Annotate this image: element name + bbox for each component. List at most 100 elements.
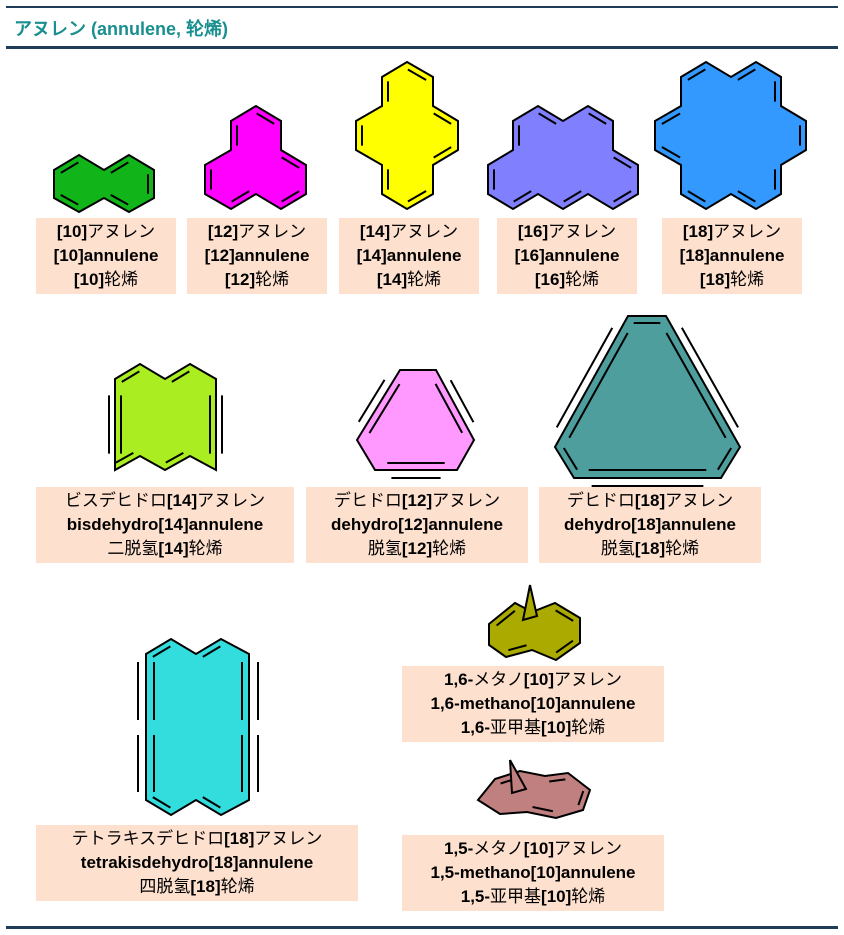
structure-12-annulene-double-bond-2 [281, 156, 300, 169]
structure-16-annulene-double-bond-5 [563, 190, 582, 203]
label-zh: [10]轮烯 [73, 270, 139, 289]
header-rule-top [6, 6, 838, 8]
structure-tetrakisdehydro-18-annulene-ring [145, 637, 250, 817]
label-10-annulene: [10]アヌレン [10]annulene [10]轮烯 [36, 218, 176, 294]
label-ja: 1,5-メタノ[10]アヌレン [443, 839, 623, 858]
structure-1-5-methano-10-annulene-double-bond-2 [577, 790, 585, 806]
structure-14-annulene-double-bond-0 [407, 68, 427, 81]
structure-18-annulene-double-bond-2 [737, 68, 756, 81]
structure-1-5-methano-10-annulene-double-bond-3 [532, 806, 554, 813]
structure-14-annulene-double-bond-1 [433, 112, 452, 125]
structure-10-annulene-double-bond-1 [110, 161, 129, 174]
structure-12-annulene-double-bond-4 [231, 190, 250, 203]
structure-bisdehydro-14-annulene-double-bond-0 [121, 370, 140, 383]
label-ja: テトラキスデヒドロ[18]アヌレン [71, 829, 323, 848]
label-1-6-methano-10-annulene: 1,6-メタノ[10]アヌレン 1,6-methano[10]annulene … [402, 666, 664, 742]
page-title: アヌレン (annulene, 轮烯) [14, 19, 229, 39]
label-en: [12]annulene [204, 246, 310, 265]
structure-18-annulene-double-bond-7 [687, 190, 706, 203]
structure-1-5-methano-10-annulene-ring [476, 769, 592, 820]
label-zh: [16]轮烯 [534, 270, 600, 289]
header: アヌレン (annulene, 轮烯) [0, 0, 844, 50]
structure-dehydro-12-annulene-double-bond-0 [434, 383, 464, 434]
structure-1-6-methano-10-annulene-double-bond-0 [496, 610, 516, 627]
structure-16-annulene-double-bond-4 [613, 190, 632, 203]
label-zh: 四脱氢[18]轮烯 [139, 877, 255, 896]
structure-12-annulene-ring [204, 104, 307, 211]
label-en: 1,5-methano[10]annulene [430, 863, 636, 882]
structure-16-annulene-ring [487, 104, 639, 211]
structure-16-annulene [487, 104, 639, 211]
structure-dehydro-18-annulene [553, 315, 742, 479]
label-ja: [18]アヌレン [682, 222, 782, 241]
dehydro-12-outer-bond-2 [357, 379, 386, 423]
structure-dehydro-18-annulene-double-bond-1 [717, 447, 733, 471]
structure-tetrakisdehydro-18-annulene [145, 637, 250, 817]
methano-bridge-15 [509, 759, 528, 795]
label-en: [10]annulene [53, 246, 159, 265]
structure-dehydro-18-annulene-ring [553, 315, 742, 479]
label-ja: デヒドロ[18]アヌレン [566, 491, 734, 510]
structure-bisdehydro-14-annulene [108, 362, 223, 472]
structure-10-annulene [53, 153, 155, 214]
methano-bridge-16 [521, 584, 539, 622]
structure-1-5-methano-10-annulene-double-bond-1 [549, 778, 566, 783]
label-zh: [12]轮烯 [224, 270, 290, 289]
label-14-annulene: [14]アヌレン [14]annulene [14]轮烯 [339, 218, 479, 294]
structure-10-annulene-double-bond-3 [110, 193, 129, 206]
label-en: [16]annulene [514, 246, 620, 265]
dehydro-18-outer-bond-2 [555, 327, 614, 428]
label-en: dehydro[18]annulene [564, 515, 736, 534]
structure-18-annulene-double-bond-1 [687, 68, 706, 81]
label-en: dehydro[12]annulene [331, 515, 503, 534]
label-en: bisdehydro[14]annulene [66, 515, 264, 534]
label-ja: 1,6-メタノ[10]アヌレン [443, 670, 623, 689]
label-tetrakisdehydro-18-annulene: テトラキスデヒドロ[18]アヌレン tetrakisdehydro[18]ann… [36, 825, 358, 901]
label-zh: 二脱氢[14]轮烯 [107, 539, 223, 558]
structure-bisdehydro-14-annulene-double-bond-3 [115, 451, 134, 464]
structure-tetrakisdehydro-18-annulene-double-bond-3 [152, 796, 171, 809]
structure-dehydro-12-annulene [355, 369, 476, 471]
label-zh: 1,6-亚甲基[10]轮烯 [460, 718, 606, 737]
structure-10-annulene-ring [53, 153, 155, 214]
structure-12-annulene-double-bond-3 [281, 190, 300, 203]
label-en: tetrakisdehydro[18]annulene [80, 853, 314, 872]
structure-bisdehydro-14-annulene-double-bond-2 [165, 451, 184, 464]
structure-14-annulene-ring [355, 60, 459, 211]
label-dehydro-12-annulene: デヒドロ[12]アヌレン dehydro[12]annulene 脱氢[12]轮… [306, 487, 528, 563]
structure-bisdehydro-14-annulene-ring [114, 362, 217, 472]
structure-1-5-methano-10-annulene [476, 769, 592, 820]
structure-16-annulene-double-bond-3 [613, 156, 632, 169]
label-zh: [14]轮烯 [376, 270, 442, 289]
structure-1-6-methano-10-annulene-double-bond-3 [508, 644, 527, 652]
label-bisdehydro-14-annulene: ビスデヒドロ[14]アヌレン bisdehydro[14]annulene 二脱… [36, 487, 294, 563]
label-ja: [16]アヌレン [517, 222, 617, 241]
structure-16-annulene-double-bond-2 [588, 112, 607, 125]
structure-14-annulene-double-bond-3 [407, 190, 427, 203]
structure-12-annulene-double-bond-1 [256, 112, 275, 125]
label-1-5-methano-10-annulene: 1,5-メタノ[10]アヌレン 1,5-methano[10]annulene … [402, 835, 664, 911]
label-en: [14]annulene [356, 246, 462, 265]
label-en: [18]annulene [679, 246, 785, 265]
dehydro-12-outer-bond-0 [449, 379, 475, 423]
dehydro-18-inner-bond-0 [665, 332, 727, 439]
structure-bisdehydro-14-annulene-double-bond-1 [171, 370, 190, 383]
structure-dehydro-18-annulene-double-bond-2 [562, 447, 578, 471]
footer-rule [6, 926, 838, 929]
structure-tetrakisdehydro-18-annulene-double-bond-1 [202, 645, 221, 658]
structure-dehydro-12-annulene-double-bond-2 [368, 383, 401, 434]
label-zh: 1,5-亚甲基[10]轮烯 [460, 887, 606, 906]
structure-12-annulene [204, 104, 307, 211]
structure-10-annulene-double-bond-0 [60, 161, 79, 174]
label-ja: [12]アヌレン [207, 222, 307, 241]
structure-18-annulene-double-bond-6 [737, 190, 756, 203]
header-rule-bottom [6, 46, 838, 49]
dehydro-18-outer-bond-0 [680, 327, 739, 428]
label-ja: [10]アヌレン [56, 222, 156, 241]
label-zh: [18]轮烯 [699, 270, 765, 289]
structure-tetrakisdehydro-18-annulene-double-bond-2 [202, 796, 221, 809]
structure-1-6-methano-10-annulene-double-bond-2 [555, 639, 574, 654]
label-zh: 脱氢[18]轮烯 [600, 539, 700, 558]
label-en: 1,6-methano[10]annulene [430, 694, 636, 713]
